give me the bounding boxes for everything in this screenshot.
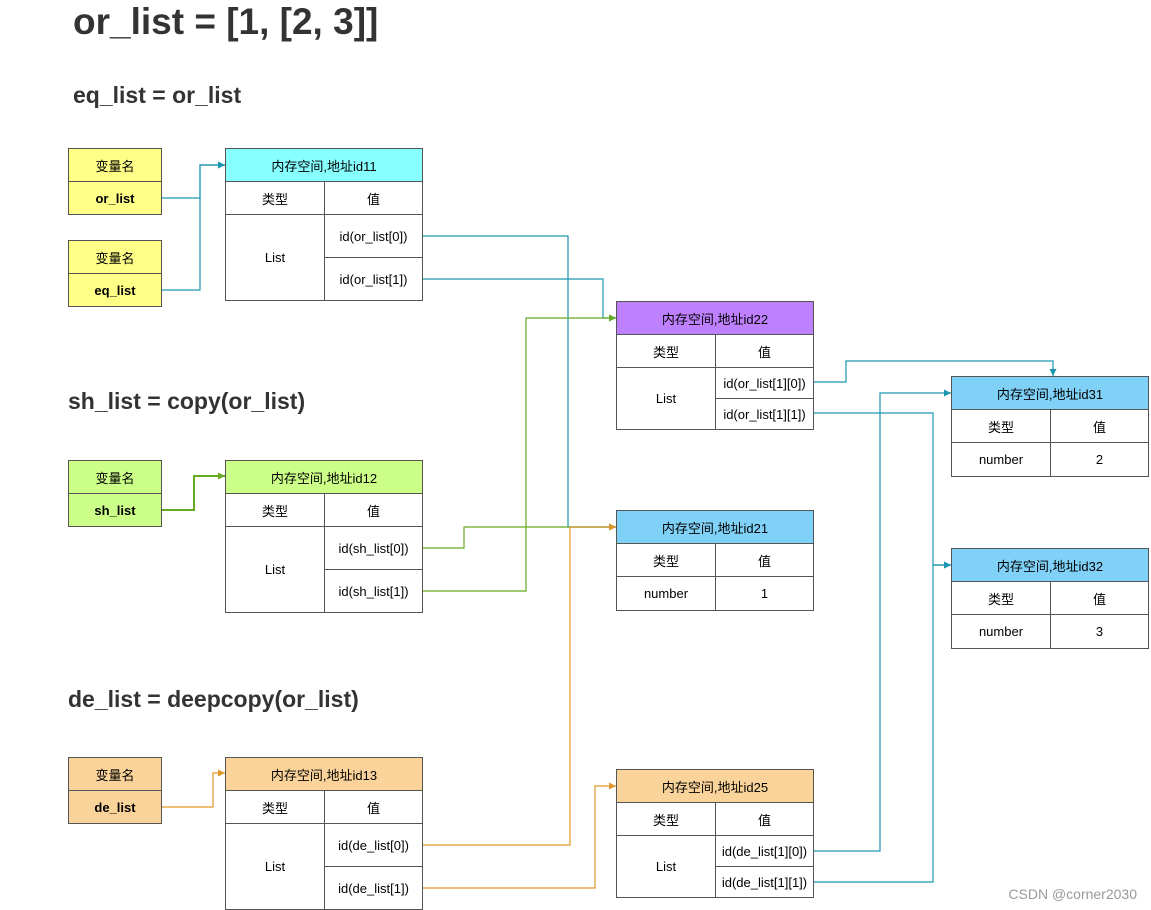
type-cell: number	[951, 614, 1051, 649]
arrowhead	[218, 472, 225, 480]
var-box-name-de_list: de_list	[68, 790, 162, 824]
type-cell: List	[616, 835, 716, 898]
column-header-value: 值	[324, 181, 423, 215]
connector-v-eq-to-id11	[162, 164, 225, 291]
connector-id22-0-to-id31	[814, 360, 1054, 383]
memory-box-title-id12: 内存空间,地址id12	[225, 460, 423, 494]
reference-cell: id(de_list[1])	[324, 866, 423, 910]
type-cell: number	[616, 576, 716, 611]
watermark: CSDN @corner2030	[1008, 886, 1137, 902]
column-header-value: 值	[715, 543, 814, 577]
heading-de-list: de_list = deepcopy(or_list)	[68, 686, 359, 712]
column-header-value: 值	[1050, 409, 1149, 443]
var-box-header: 变量名	[68, 240, 162, 274]
arrowhead	[218, 161, 225, 169]
var-box-name-sh_list: sh_list	[68, 493, 162, 527]
arrowhead	[944, 389, 951, 397]
type-cell: number	[951, 442, 1051, 477]
type-cell: List	[225, 214, 325, 301]
column-header-value: 值	[324, 790, 423, 824]
arrowhead	[218, 769, 225, 777]
title-or-list: or_list = [1, [2, 3]]	[73, 1, 379, 42]
memory-box-title-id31: 内存空间,地址id31	[951, 376, 1149, 410]
column-header-type: 类型	[951, 581, 1051, 615]
reference-cell: id(or_list[0])	[324, 214, 423, 258]
connector-v-or-to-id11	[162, 164, 225, 199]
var-box-header: 变量名	[68, 757, 162, 791]
type-cell: List	[225, 823, 325, 910]
arrowhead	[609, 314, 616, 322]
connector-id13-0-to-id21	[423, 526, 616, 846]
column-header-type: 类型	[225, 790, 325, 824]
column-header-value: 值	[715, 334, 814, 368]
reference-cell: id(de_list[1][1])	[715, 866, 814, 898]
column-header-value: 值	[1050, 581, 1149, 615]
connector-id11-0-to-id21	[423, 235, 616, 528]
reference-cell: id(de_list[0])	[324, 823, 423, 867]
column-header-value: 值	[324, 493, 423, 527]
reference-cell: id(or_list[1][1])	[715, 398, 814, 430]
connector-id11-1-to-id22	[423, 278, 616, 319]
number-value-cell: 1	[715, 576, 814, 611]
memory-box-title-id32: 内存空间,地址id32	[951, 548, 1149, 582]
number-value-cell: 3	[1050, 614, 1149, 649]
reference-cell: id(de_list[1][0])	[715, 835, 814, 867]
var-box-header: 变量名	[68, 460, 162, 494]
column-header-value: 值	[715, 802, 814, 836]
arrowhead	[1049, 369, 1057, 376]
memory-box-title-id25: 内存空间,地址id25	[616, 769, 814, 803]
connector-v-de-to-id13	[162, 772, 225, 808]
column-header-type: 类型	[616, 543, 716, 577]
arrowhead	[944, 561, 951, 569]
connector-id12-0-to-id21	[423, 526, 616, 549]
reference-cell: id(or_list[1])	[324, 257, 423, 301]
type-cell: List	[225, 526, 325, 613]
column-header-type: 类型	[225, 181, 325, 215]
var-box-header: 变量名	[68, 148, 162, 182]
var-box-name-or_list: or_list	[68, 181, 162, 215]
reference-cell: id(sh_list[0])	[324, 526, 423, 570]
reference-cell: id(or_list[1][0])	[715, 367, 814, 399]
arrowhead	[609, 523, 616, 531]
reference-cell: id(sh_list[1])	[324, 569, 423, 613]
connector-v-sh-to-id12	[162, 475, 225, 511]
connector-id13-1-to-id25	[423, 785, 616, 889]
number-value-cell: 2	[1050, 442, 1149, 477]
column-header-type: 类型	[225, 493, 325, 527]
connector-id25-0-to-id31	[814, 392, 951, 852]
memory-box-title-id22: 内存空间,地址id22	[616, 301, 814, 335]
connector-id22-1-to-id32	[814, 412, 951, 566]
column-header-type: 类型	[616, 334, 716, 368]
column-header-type: 类型	[616, 802, 716, 836]
memory-box-title-id21: 内存空间,地址id21	[616, 510, 814, 544]
type-cell: List	[616, 367, 716, 430]
connector-id12-1-to-id22	[423, 317, 616, 592]
memory-box-title-id11: 内存空间,地址id11	[225, 148, 423, 182]
var-box-name-eq_list: eq_list	[68, 273, 162, 307]
connector-id25-1-to-id32	[814, 564, 951, 883]
arrowhead	[609, 782, 616, 790]
heading-eq-list: eq_list = or_list	[73, 82, 242, 108]
column-header-type: 类型	[951, 409, 1051, 443]
memory-box-title-id13: 内存空间,地址id13	[225, 757, 423, 791]
heading-sh-list: sh_list = copy(or_list)	[68, 388, 306, 414]
